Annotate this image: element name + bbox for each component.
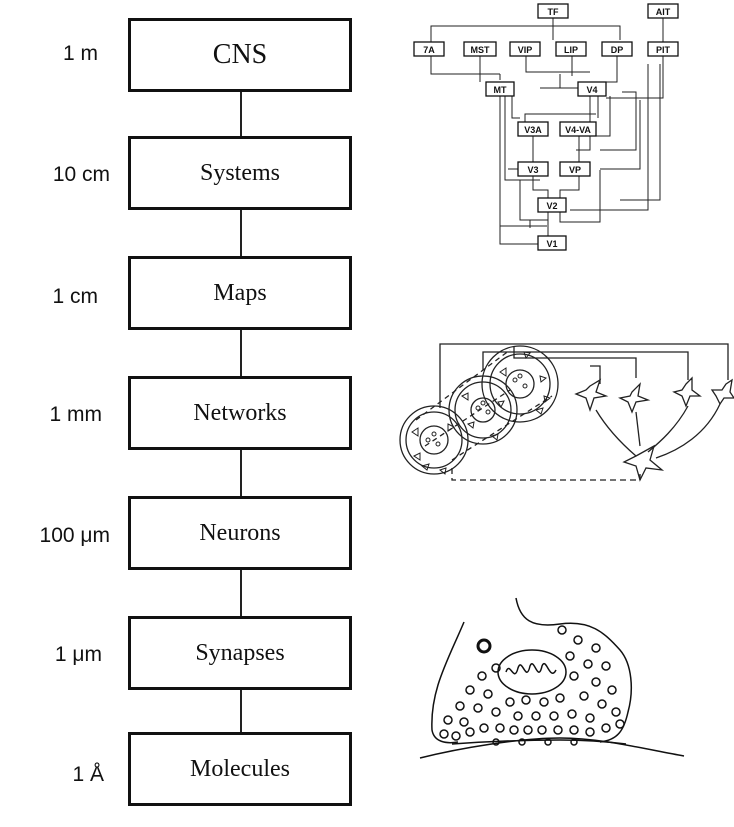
connector-cns-systems <box>240 92 242 136</box>
level-box-systems: Systems <box>128 136 352 210</box>
svg-text:MST: MST <box>471 45 491 55</box>
scale-label-cns: 1 m <box>62 42 98 65</box>
scale-label-neurons: 100 μm <box>39 524 110 547</box>
scale-label-synapses: 1 μm <box>54 643 102 666</box>
level-name: Neurons <box>199 519 281 546</box>
svg-text:V2: V2 <box>546 201 557 211</box>
svg-text:V1: V1 <box>546 239 557 249</box>
svg-text:V4: V4 <box>586 85 597 95</box>
svg-text:TF: TF <box>548 7 559 17</box>
connector-networks-neurons <box>240 450 242 496</box>
svg-text:V3A: V3A <box>524 125 542 135</box>
level-name: Networks <box>193 399 287 426</box>
level-box-maps: Maps <box>128 256 352 330</box>
level-name: Synapses <box>195 639 285 666</box>
svg-text:V4-VA: V4-VA <box>565 125 591 135</box>
connector-maps-networks <box>240 330 242 376</box>
svg-text:AIT: AIT <box>656 7 671 17</box>
svg-text:VIP: VIP <box>518 45 533 55</box>
level-box-neurons: Neurons <box>128 496 352 570</box>
scale-label-systems: 10 cm <box>52 163 110 186</box>
svg-text:LIP: LIP <box>564 45 578 55</box>
level-box-cns: CNS <box>128 18 352 92</box>
level-name: Systems <box>199 159 280 186</box>
connector-systems-maps <box>240 210 242 256</box>
scale-label-maps: 1 cm <box>52 285 98 308</box>
svg-text:PIT: PIT <box>656 45 671 55</box>
svg-text:DP: DP <box>611 45 624 55</box>
level-box-molecules: Molecules <box>128 732 352 806</box>
scale-label-molecules: 1 Å <box>72 763 104 786</box>
level-box-synapses: Synapses <box>128 616 352 690</box>
level-name: Maps <box>213 279 267 306</box>
svg-text:MT: MT <box>494 85 507 95</box>
svg-text:VP: VP <box>569 165 581 175</box>
level-name: CNS <box>212 39 268 70</box>
level-name: Molecules <box>190 755 290 782</box>
connector-synapses-molecules <box>240 690 242 732</box>
connector-neurons-synapses <box>240 570 242 616</box>
svg-text:V3: V3 <box>527 165 538 175</box>
svg-text:7A: 7A <box>423 45 435 55</box>
level-box-networks: Networks <box>128 376 352 450</box>
scale-label-networks: 1 mm <box>49 403 103 426</box>
